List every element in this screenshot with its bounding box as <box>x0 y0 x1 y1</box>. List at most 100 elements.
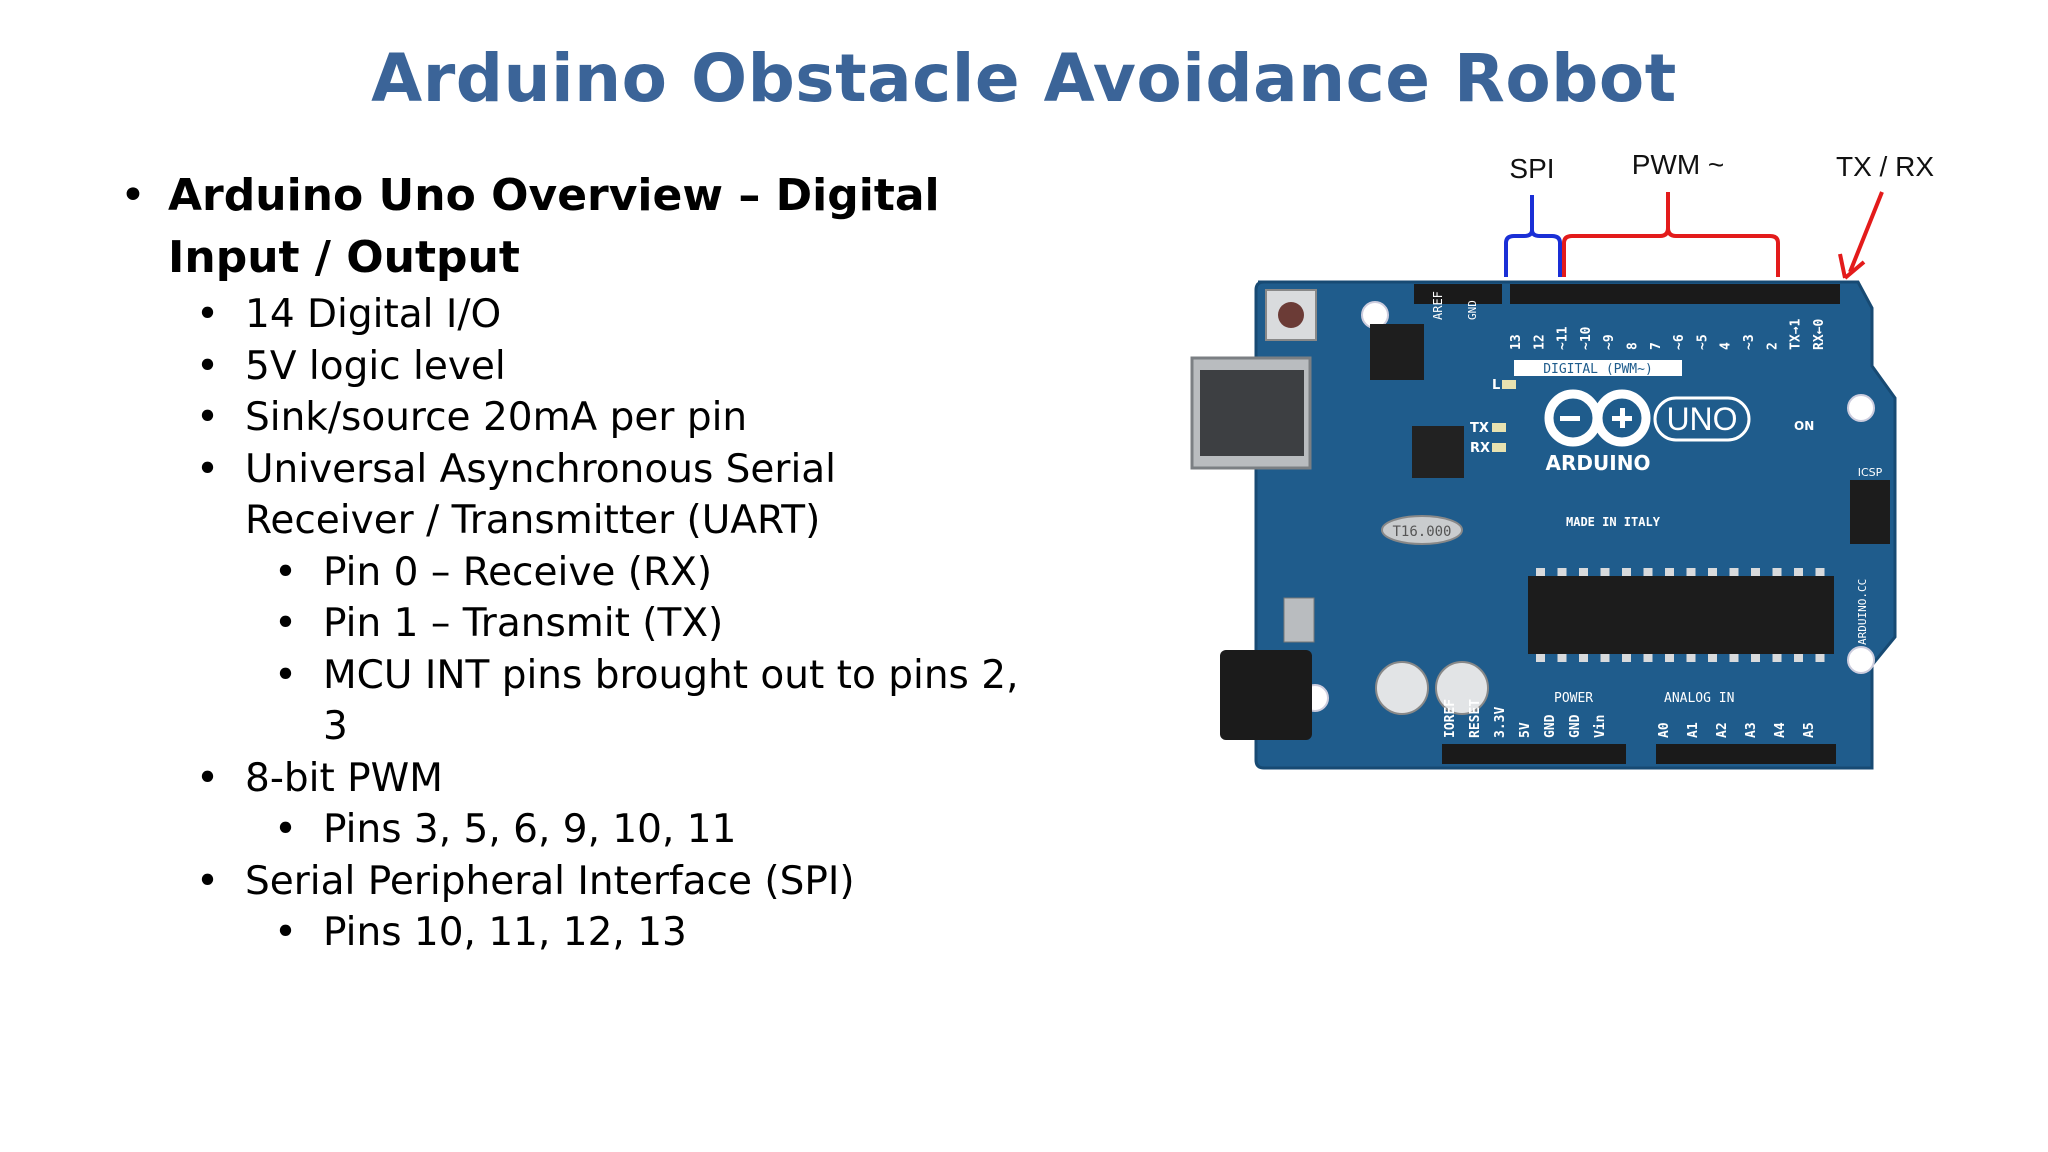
digital-pin-label: ~9 <box>1602 334 1617 350</box>
digital-pin-label: RX←0 <box>1812 319 1827 350</box>
bullet-item: •5V logic level <box>196 343 506 389</box>
power-label: POWER <box>1554 691 1593 706</box>
analog-pin-label: A5 <box>1802 722 1817 738</box>
capacitor <box>1375 661 1429 715</box>
url-label: ARDUINO.CC <box>1856 579 1869 645</box>
mcu-pin <box>1686 654 1696 662</box>
power-pin-label: IOREF <box>1443 699 1458 738</box>
mcu-pin <box>1815 568 1825 576</box>
bullet-marker: • <box>120 170 146 221</box>
capacitor <box>1435 661 1489 715</box>
led <box>1502 380 1516 389</box>
digital-pin-label: 8 <box>1626 342 1641 350</box>
mcu-pin <box>1708 654 1717 662</box>
bullet-item: •8-bit PWM <box>196 755 443 801</box>
digital-pin-label: 13 <box>1509 334 1524 350</box>
mcu-pin <box>1751 568 1760 576</box>
made-in-text: MADE IN ITALY <box>1566 515 1661 529</box>
mcu-pins <box>1536 568 1825 576</box>
analog-pin-label: A0 <box>1657 722 1672 738</box>
mcu-pin <box>1643 654 1653 662</box>
digital-pin-label: 12 <box>1532 334 1547 350</box>
spi-bracket <box>1504 195 1562 277</box>
analog-pin-labels: A0 A1 A2 A3 A4 A5 <box>1657 722 1817 738</box>
mcu-pin <box>1751 654 1760 662</box>
bullet-list: • Arduino Uno Overview – Digital Input /… <box>118 165 1038 959</box>
power-pin-label: GND <box>1568 714 1583 738</box>
atmega-mcu-chip <box>1528 576 1834 654</box>
digital-pin-label: 2 <box>1765 342 1780 350</box>
analog-label: ANALOG IN <box>1664 691 1734 706</box>
bullet-item: •Serial Peripheral Interface (SPI) <box>196 858 855 904</box>
on-led-label: ON <box>1794 419 1814 433</box>
digital-pin-label: TX→1 <box>1789 319 1804 350</box>
mcu-pin <box>1772 568 1782 576</box>
digital-pin-label: 7 <box>1649 342 1664 350</box>
mcu-pins <box>1536 654 1825 662</box>
arduino-logo-icon <box>1544 389 1651 447</box>
mcu-pin <box>1815 654 1825 662</box>
mcu-pin <box>1665 568 1674 576</box>
digital-pin-label: ~10 <box>1579 326 1594 350</box>
icsp-header-usb <box>1370 324 1424 380</box>
l-led-label: L <box>1492 378 1500 393</box>
analog-pin-label: A4 <box>1773 722 1788 738</box>
voltage-regulator <box>1283 597 1315 643</box>
sub-bullet-item: •Pin 1 – Transmit (TX) <box>274 601 724 646</box>
bullet-item: •14 Digital I/O <box>196 292 502 337</box>
mcu-pin <box>1579 568 1588 576</box>
led <box>1492 443 1506 452</box>
model-badge <box>1653 396 1751 442</box>
digital-header-main <box>1510 284 1840 304</box>
mcu-pin <box>1772 654 1782 662</box>
mcu-pin <box>1536 568 1545 576</box>
digital-pin-label: ~6 <box>1672 334 1687 350</box>
crystal <box>1381 515 1463 545</box>
spi-label: SPI <box>1509 153 1554 184</box>
power-pin-label: 3.3V <box>1493 707 1508 738</box>
icsp-label: ICSP <box>1858 466 1883 479</box>
aref-label: AREF <box>1431 291 1445 320</box>
mcu-pin <box>1794 654 1803 662</box>
power-header <box>1442 744 1626 764</box>
gnd-label: GND <box>1466 300 1479 320</box>
mcu-pin <box>1600 568 1610 576</box>
slide-title: Arduino Obstacle Avoidance Robot <box>371 40 1677 117</box>
mcu-pin <box>1708 568 1717 576</box>
power-jack <box>1220 650 1312 740</box>
mounting-hole <box>1847 394 1875 422</box>
mcu-pin <box>1729 568 1739 576</box>
digital-label: DIGITAL (PWM~) <box>1543 362 1653 377</box>
mcu-pin <box>1579 654 1588 662</box>
digital-header-upper <box>1414 284 1502 304</box>
analog-pin-label: A3 <box>1744 722 1759 738</box>
mcu-pin <box>1557 654 1567 662</box>
model-text: UNO <box>1666 401 1737 437</box>
analog-pin-label: A1 <box>1686 722 1701 738</box>
sub-bullet-item: •MCU INT pins brought out to pins 2, 3 <box>274 652 1019 750</box>
power-pin-label: 5V <box>1518 722 1533 738</box>
bullet-item: •Universal Asynchronous Serial Receiver … <box>196 446 837 544</box>
led <box>1492 423 1506 432</box>
digital-pin-label: ~11 <box>1556 326 1571 350</box>
power-pin-label: Vin <box>1593 715 1608 738</box>
analog-pin-label: A2 <box>1715 722 1730 738</box>
sub-bullet-item: •Pins 10, 11, 12, 13 <box>274 910 687 955</box>
bullet-heading: • Arduino Uno Overview – Digital Input /… <box>118 165 1038 289</box>
mcu-pin <box>1729 654 1739 662</box>
mounting-hole <box>1847 646 1875 674</box>
power-pin-label: GND <box>1543 714 1558 738</box>
sub-bullet-item: •Pins 3, 5, 6, 9, 10, 11 <box>274 807 737 852</box>
usb-mcu-chip <box>1412 426 1464 478</box>
txrx-arrow <box>1848 191 1884 273</box>
analog-header <box>1656 744 1836 764</box>
bullet-item: •Sink/source 20mA per pin <box>196 395 748 440</box>
digital-pin-label: ~5 <box>1695 334 1710 350</box>
arduino-uno-board-illustration: SPI PWM ~ TX / RX T16.000 <box>1190 149 1934 770</box>
mcu-pin <box>1622 654 1631 662</box>
digital-pin-label: ~3 <box>1742 334 1757 350</box>
mcu-pin <box>1643 568 1653 576</box>
txrx-label: TX / RX <box>1836 151 1934 182</box>
